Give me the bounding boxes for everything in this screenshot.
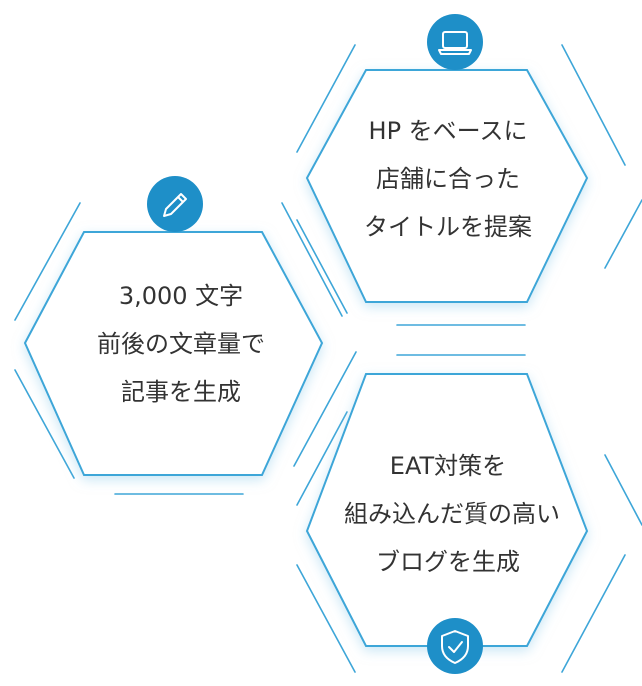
pencil-icon — [147, 176, 203, 232]
hexagon-article-body — [23, 231, 324, 476]
hexagon-blog-frame — [296, 354, 642, 673]
laptop-icon — [427, 14, 483, 70]
hexagon-blog-line-1: EAT対策を — [390, 452, 506, 480]
hexagon-blog-body — [305, 373, 589, 647]
hexagon-hp-frame — [296, 44, 642, 326]
hexagon-article: 3,000 文字 前後の文章量で 記事を生成 — [14, 176, 357, 495]
hexagon-blog: EAT対策を 組み込んだ質の高い ブログを生成 — [296, 354, 642, 674]
hexagon-hp-line-3: タイトルを提案 — [364, 213, 532, 241]
hexagon-article-line-1: 3,000 文字 — [119, 282, 243, 310]
hexagon-blog-line-2: 組み込んだ質の高い — [344, 500, 560, 528]
hexagon-hp-line-2: 店舗に合った — [376, 165, 520, 193]
hexagon-hp-line-1: HP をベースに — [369, 117, 528, 145]
hexagon-hp: HP をベースに 店舗に合った タイトルを提案 — [296, 14, 642, 326]
hexagon-hp-body — [305, 69, 589, 303]
hexagon-article-line-2: 前後の文章量で — [97, 330, 265, 358]
hexagon-blog-line-3: ブログを生成 — [376, 548, 520, 576]
shield-check-icon — [427, 618, 483, 674]
hexagon-article-line-3: 記事を生成 — [121, 378, 241, 406]
hexagon-article-frame — [14, 202, 357, 495]
